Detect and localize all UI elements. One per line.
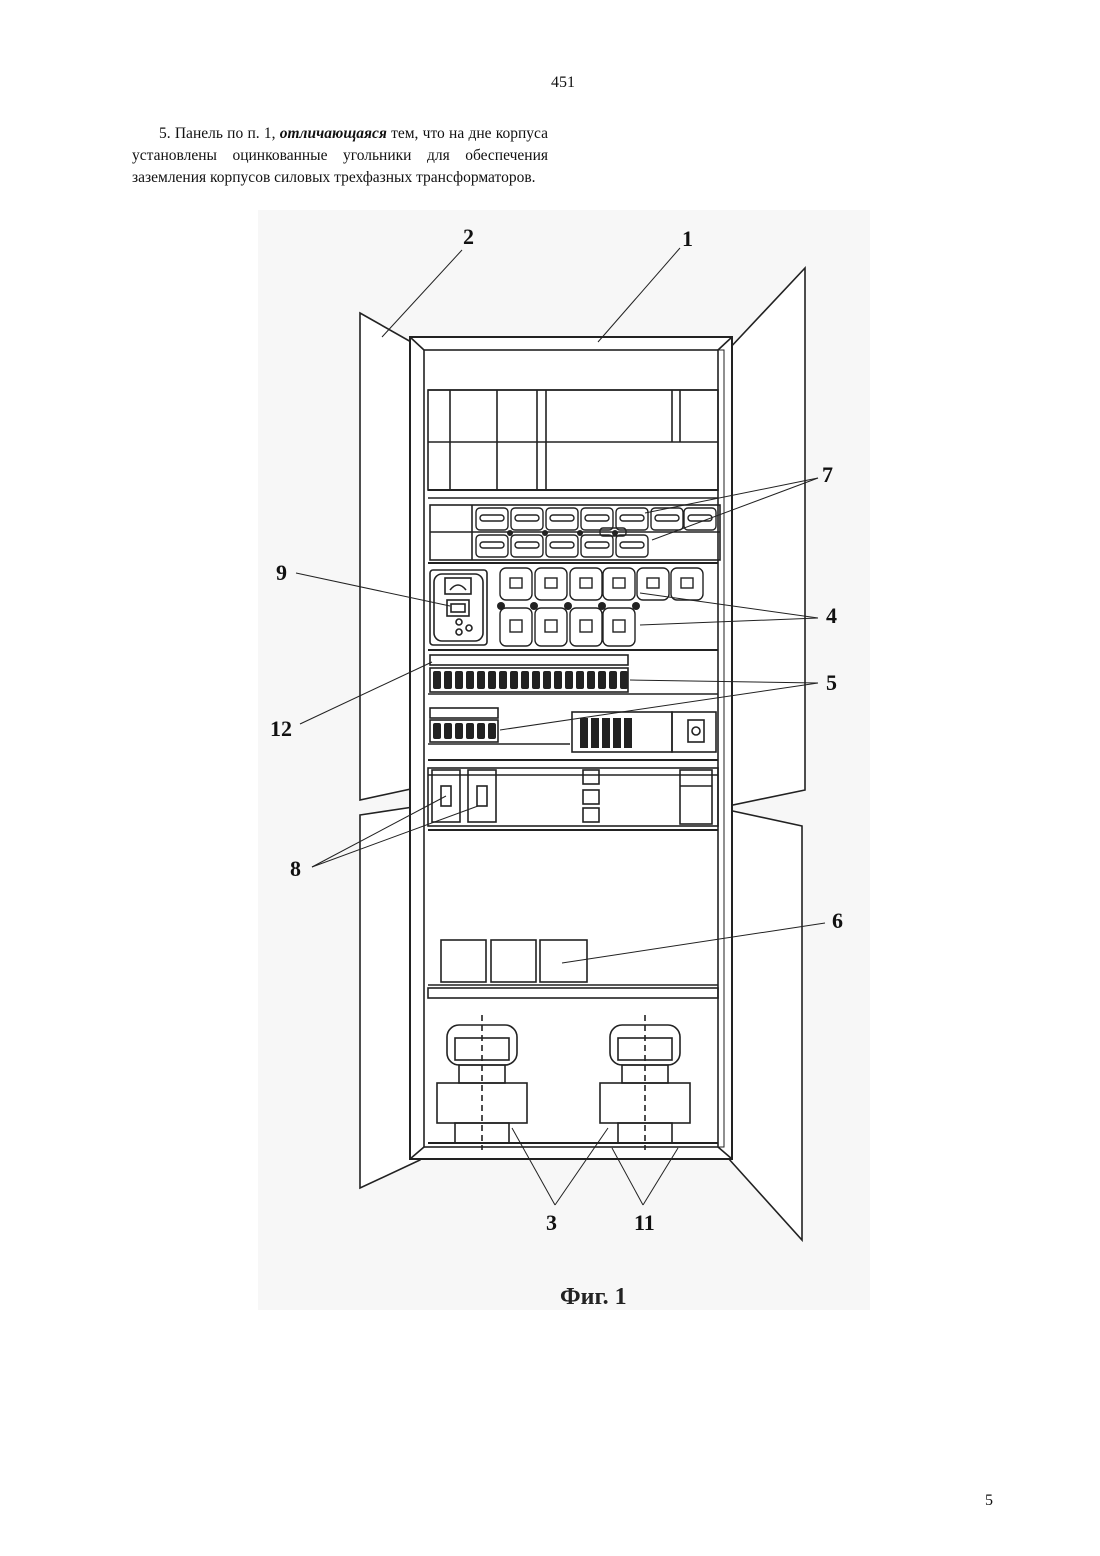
label-12: 12 <box>270 716 292 741</box>
terminal-block <box>554 671 562 689</box>
label-5: 5 <box>826 670 837 695</box>
terminal-block <box>543 671 551 689</box>
label-4: 4 <box>826 603 837 628</box>
terminal-block <box>598 671 606 689</box>
page-footer-number: 5 <box>985 1492 993 1510</box>
terminal-block <box>477 671 485 689</box>
terminal-block <box>433 723 441 739</box>
terminal-block <box>444 671 452 689</box>
label-3: 3 <box>546 1210 557 1235</box>
cabinet-body <box>410 337 732 1159</box>
terminal-block <box>444 723 452 739</box>
terminal-block <box>455 723 463 739</box>
terminal-block <box>510 671 518 689</box>
terminal-block <box>499 671 507 689</box>
terminal-block <box>455 671 463 689</box>
terminal-block <box>433 671 441 689</box>
terminal-block <box>466 671 474 689</box>
label-9: 9 <box>276 560 287 585</box>
right-upper-door <box>728 268 805 806</box>
terminal-block <box>488 671 496 689</box>
figure-caption: Фиг. 1 <box>560 1284 627 1310</box>
terminal-block <box>532 671 540 689</box>
terminal-block <box>565 671 573 689</box>
label-8: 8 <box>290 856 301 881</box>
terminal-block <box>620 671 628 689</box>
contactor-block <box>580 718 632 748</box>
terminal-block <box>477 723 485 739</box>
terminal-block <box>488 723 496 739</box>
terminal-block <box>521 671 529 689</box>
label-11: 11 <box>634 1210 655 1235</box>
terminal-block <box>609 671 617 689</box>
label-2: 2 <box>463 224 474 249</box>
terminal-block <box>587 671 595 689</box>
label-7: 7 <box>822 462 833 487</box>
terminal-block <box>576 671 584 689</box>
right-lower-door <box>728 810 802 1240</box>
label-6: 6 <box>832 908 843 933</box>
label-1: 1 <box>682 226 693 251</box>
terminal-block <box>466 723 474 739</box>
